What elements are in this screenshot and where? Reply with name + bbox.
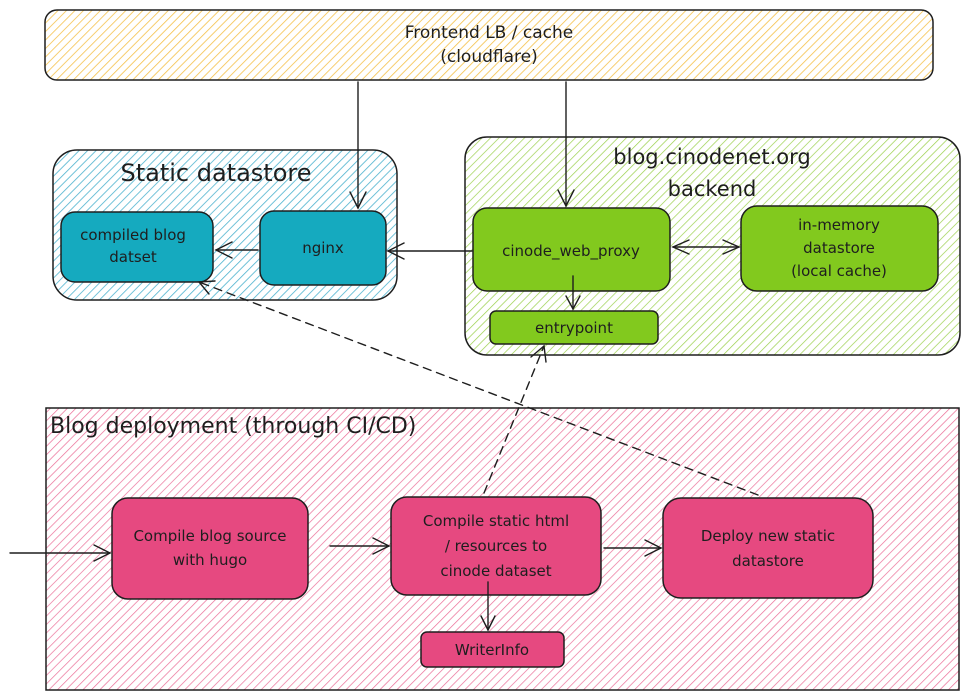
nginx-node: nginx xyxy=(259,210,387,286)
nginx-label: nginx xyxy=(302,239,344,257)
entrypoint-node: entrypoint xyxy=(489,310,659,345)
hugo-label-line2: with hugo xyxy=(173,551,247,569)
arrow-compile-to-writerinfo xyxy=(480,581,496,632)
proxy-label: cinode_web_proxy xyxy=(502,242,640,261)
compile-label-line1: Compile static html xyxy=(423,512,569,530)
static-datastore-title: Static datastore xyxy=(120,159,311,187)
compile-label-line3: cinode dataset xyxy=(440,562,551,580)
frontend-lb-node: Frontend LB / cache (cloudflare) xyxy=(44,9,934,81)
deployment-title: Blog deployment (through CI/CD) xyxy=(50,414,416,439)
hugo-label-line1: Compile blog source xyxy=(133,527,286,545)
compile-hugo-node: Compile blog source with hugo xyxy=(111,497,309,600)
arrow-proxy-to-nginx xyxy=(386,242,473,260)
cinode-web-proxy-node: cinode_web_proxy xyxy=(472,207,671,292)
compile-static-node: Compile static html / resources to cinod… xyxy=(390,496,602,596)
frontend-label-line1: Frontend LB / cache xyxy=(405,23,573,43)
in-memory-datastore-node: in-memory datastore (local cache) xyxy=(740,205,939,292)
deploy-datastore-node: Deploy new static datastore xyxy=(662,497,874,599)
arrow-input-to-hugo xyxy=(9,544,112,562)
arrow-proxy-memory-bidirectional xyxy=(671,239,741,255)
compiled-label-line2: datset xyxy=(109,248,157,266)
memory-label-line2: datastore xyxy=(803,239,875,257)
compiled-label-line1: compiled blog xyxy=(80,226,186,244)
dashed-arrow-deploy-to-compiled xyxy=(197,280,759,496)
compile-label-line2: / resources to xyxy=(445,537,547,555)
frontend-label-line2: (cloudflare) xyxy=(440,47,538,67)
dashed-arrow-compile-to-entrypoint xyxy=(483,344,547,494)
arrow-hugo-to-compile xyxy=(329,537,391,555)
arrow-compile-to-deploy xyxy=(603,539,663,557)
backend-title-line2: backend xyxy=(668,177,757,201)
backend-title-line1: blog.cinodenet.org xyxy=(613,145,810,169)
backend-group: blog.cinodenet.org backend xyxy=(464,136,961,356)
memory-label-line3: (local cache) xyxy=(791,262,887,280)
writerinfo-label: WriterInfo xyxy=(455,641,529,659)
writerinfo-node: WriterInfo xyxy=(420,631,565,668)
compiled-blog-node: compiled blog datset xyxy=(60,211,214,283)
entrypoint-label: entrypoint xyxy=(535,319,613,337)
arrow-frontend-to-nginx xyxy=(349,81,367,210)
arrow-nginx-to-compiled xyxy=(214,241,259,259)
memory-label-line1: in-memory xyxy=(798,216,880,234)
arrow-proxy-to-entrypoint xyxy=(565,275,581,311)
deploy-label-line2: datastore xyxy=(732,552,804,570)
arrow-frontend-to-proxy xyxy=(557,81,575,208)
deploy-label-line1: Deploy new static xyxy=(701,527,835,545)
